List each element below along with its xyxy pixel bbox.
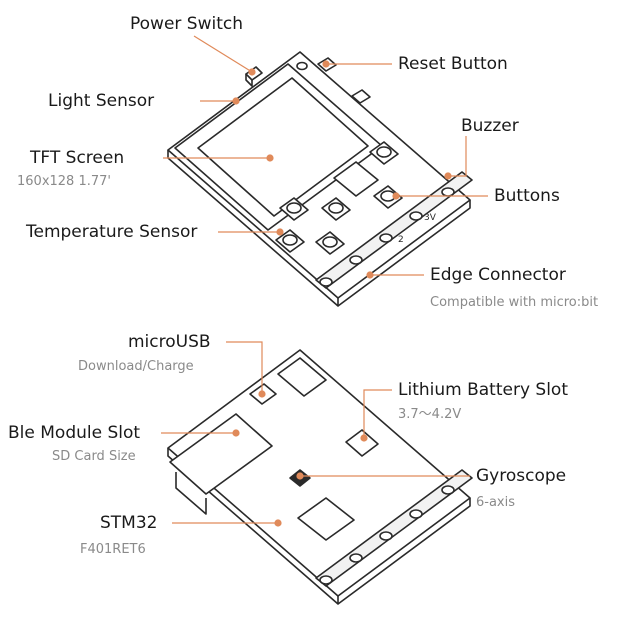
label-stm32: STM32 [100, 513, 158, 533]
pin-label-2: 2 [398, 235, 404, 245]
bottom-edge-connector-graphic [315, 469, 473, 587]
label-tft-screen-spec: 160x128 1.77' [17, 174, 111, 189]
label-ble-module-slot: Ble Module Slot [8, 423, 141, 443]
label-gyroscope: Gyroscope [476, 466, 567, 486]
buttons-graphic [275, 141, 403, 255]
leader-lines [161, 35, 488, 527]
label-buzzer: Buzzer [461, 116, 519, 136]
label-stm32-part: F401RET6 [80, 542, 146, 557]
label-edge-connector: Edge Connector [430, 265, 566, 285]
tft-screen-graphic [174, 63, 383, 231]
label-microusb: microUSB [128, 332, 211, 352]
label-buttons: Buttons [494, 186, 560, 206]
label-power-switch: Power Switch [130, 14, 244, 34]
label-lithium-battery-slot: Lithium Battery Slot [398, 380, 568, 400]
label-tft-screen: TFT Screen [30, 148, 125, 168]
label-lithium-battery-voltage: 3.7～4.2V [398, 407, 462, 422]
edge-connector-graphic [315, 171, 473, 289]
pin-label-3v: 3V [424, 213, 437, 223]
battery-slot-graphic [277, 357, 379, 457]
label-reset-button: Reset Button [398, 54, 508, 74]
label-ble-module-size: SD Card Size [52, 449, 136, 464]
label-temperature-sensor: Temperature Sensor [26, 222, 198, 242]
label-light-sensor: Light Sensor [48, 91, 155, 111]
ble-module-slot-graphic [169, 413, 273, 515]
buzzer-graphic [333, 161, 379, 197]
label-microusb-note: Download/Charge [78, 359, 194, 374]
stm32-chip-graphic [297, 497, 355, 541]
label-edge-connector-note: Compatible with micro:bit [430, 295, 599, 310]
label-gyroscope-axes: 6-axis [476, 495, 516, 510]
